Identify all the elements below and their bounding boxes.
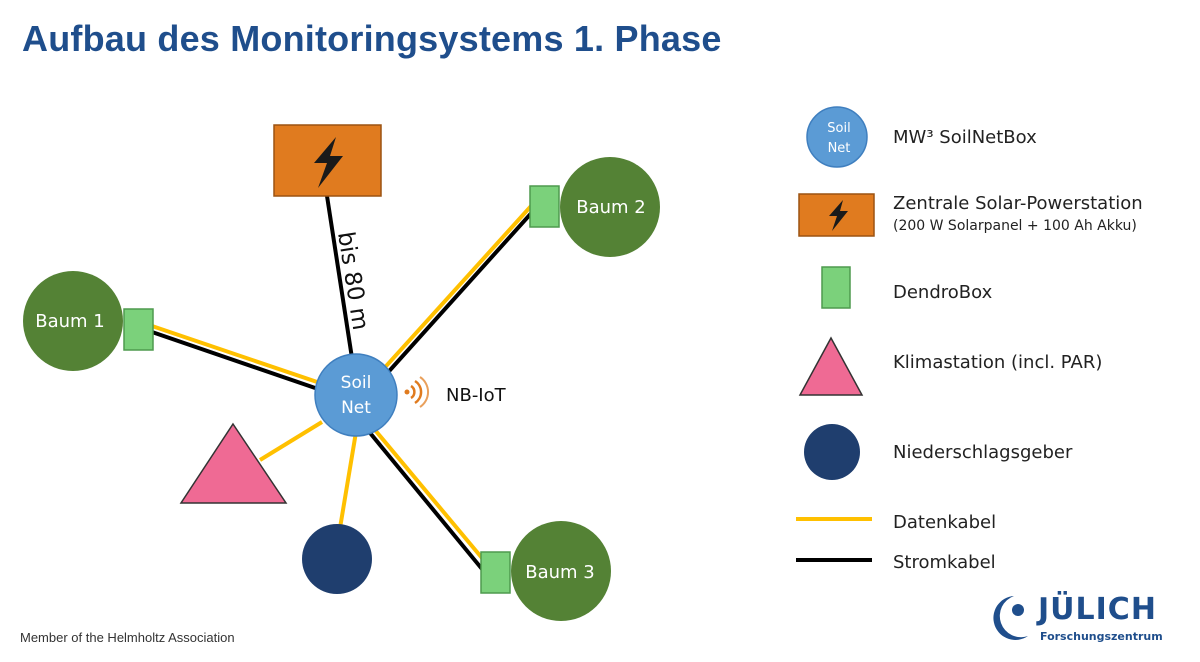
nbiot-label: NB-IoT [446, 385, 507, 406]
legend-klimastation-icon [798, 336, 864, 396]
solar-powerstation [273, 124, 382, 197]
tree-label: Baum 3 [525, 562, 595, 583]
lightning-icon [314, 137, 343, 188]
wireless-icon [404, 376, 429, 408]
legend-soilnetbox: MW³ SoilNetBox [893, 127, 1037, 148]
legend-soilnet-icon: Soil Net [806, 106, 868, 168]
soilnet-hub: Soil Net [314, 353, 398, 437]
legend-dendrobox-icon [821, 266, 851, 309]
cable-baum1 [151, 324, 324, 392]
dendrobox-baum1 [123, 308, 154, 351]
logo-subtitle: Forschungszentrum [1040, 630, 1163, 643]
legend-datenkabel: Datenkabel [893, 512, 997, 533]
logo-wordmark: JÜLICH [1038, 592, 1157, 627]
cable-baum2 [376, 203, 537, 381]
page-title: Aufbau des Monitoringsystems 1. Phase [22, 18, 722, 59]
svg-text:Soil: Soil [341, 373, 372, 393]
niederschlagsgeber [302, 524, 372, 594]
svg-text:Soil: Soil [827, 121, 850, 136]
power-cable-solar [325, 195, 358, 385]
juelich-logo: JÜLICH Forschungszentrum [988, 590, 1188, 650]
legend-dendrobox: DendroBox [893, 282, 993, 303]
legend-stromkabel: Stromkabel [893, 552, 996, 573]
svg-text:Net: Net [341, 398, 371, 418]
tree-label: Baum 2 [576, 197, 646, 218]
lightning-icon [829, 200, 848, 231]
legend-solar-title: Zentrale Solar-Powerstation [893, 193, 1143, 214]
dendrobox-baum2 [529, 185, 560, 228]
legend-solar: Zentrale Solar-Powerstation (200 W Solar… [893, 193, 1143, 234]
legend-niederschlag-icon [804, 424, 860, 480]
tree-label: Baum 1 [35, 311, 105, 332]
legend-solar-icon [798, 193, 875, 237]
legend-solar-detail: (200 W Solarpanel + 100 Ah Akku) [893, 218, 1137, 234]
legend-klimastation: Klimastation (incl. PAR) [893, 352, 1103, 373]
tree-baum-3: Baum 3 [511, 521, 611, 621]
klimastation [179, 422, 288, 504]
footer-text: Member of the Helmholtz Association [20, 630, 235, 645]
tree-baum-2: Baum 2 [560, 157, 660, 257]
legend-niederschlag: Niederschlagsgeber [893, 442, 1073, 463]
svg-text:Net: Net [828, 141, 851, 156]
data-cable-klimastation [258, 420, 324, 462]
data-cable-niederschlag [338, 431, 358, 529]
logo-mark-icon [993, 596, 1028, 640]
dendrobox-baum3 [480, 551, 511, 594]
tree-baum-1: Baum 1 [23, 271, 123, 371]
cable-baum3 [364, 422, 489, 571]
